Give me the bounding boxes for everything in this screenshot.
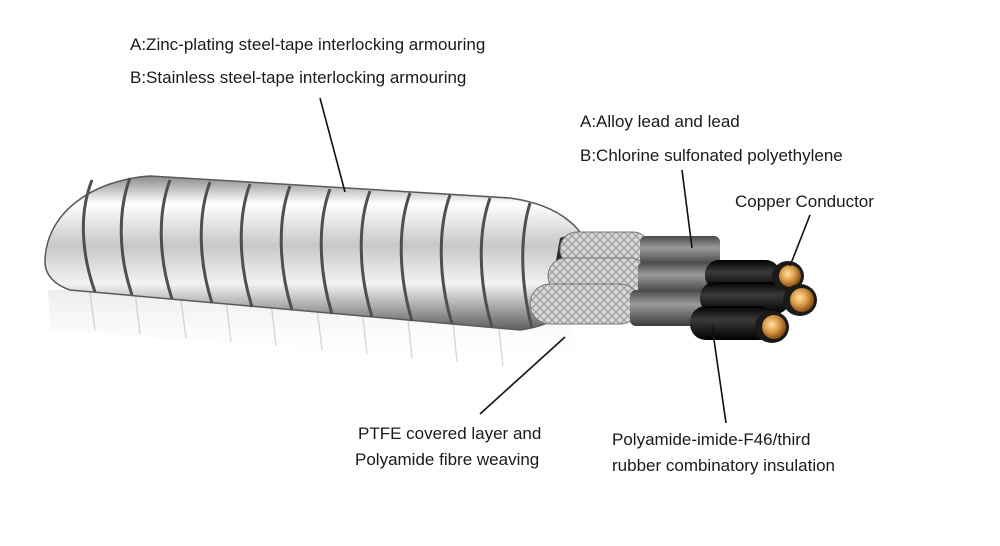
lead-sheaths	[630, 236, 720, 326]
insulation-layers	[690, 260, 790, 340]
leader-insulation	[711, 325, 727, 424]
label-armour-b: B:Stainless steel-tape interlocking armo…	[130, 68, 467, 87]
leader-lead	[681, 169, 693, 249]
leader-ptfe	[479, 336, 566, 415]
label-lead-b: B:Chlorine sulfonated polyethylene	[580, 146, 843, 165]
armour-interlock-lines	[81, 177, 534, 329]
label-ptfe-line1: PTFE covered layer and	[358, 424, 542, 443]
leader-lines	[319, 97, 811, 424]
leader-armour	[319, 97, 346, 193]
label-conductor: Copper Conductor	[735, 192, 874, 211]
label-insulation-line1: Polyamide-imide-F46/third	[612, 430, 811, 449]
label-lead-a: A:Alloy lead and lead	[580, 112, 740, 131]
leader-conductor	[789, 214, 811, 267]
braided-cores	[529, 231, 651, 325]
label-armour-a: A:Zinc-plating steel-tape interlocking a…	[130, 35, 486, 54]
label-insulation-line2: rubber combinatory insulation	[612, 456, 836, 475]
label-ptfe-line2: Polyamide fibre weaving	[355, 450, 540, 469]
copper-conductors	[755, 261, 817, 343]
